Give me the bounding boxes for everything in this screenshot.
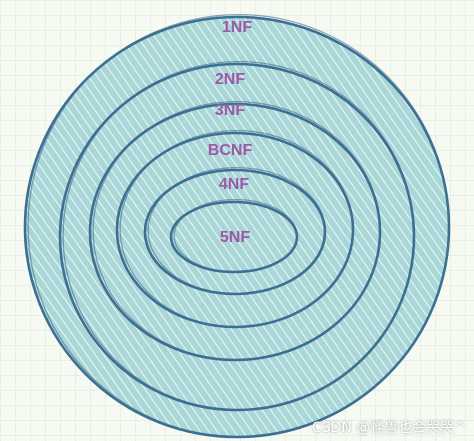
ring-outline-bcnf: [119, 129, 354, 328]
ring-label-5nf: 5NF: [220, 229, 250, 246]
ring-label-4nf: 4NF: [219, 176, 249, 193]
ring-label-2nf: 2NF: [215, 71, 245, 88]
ring-labels: 1NF 2NF 3NF BCNF 4NF 5NF: [208, 19, 253, 246]
ring-label-1nf: 1NF: [222, 19, 252, 36]
ring-label-bcnf: BCNF: [208, 142, 253, 159]
watermark: CSDN @怪兽也会哭哭^: [311, 420, 466, 436]
ring-outline-4nf: [147, 166, 326, 295]
ring-outline-5nf: [173, 198, 298, 273]
ring-label-3nf: 3NF: [215, 102, 245, 119]
ring-outline-2nf: [62, 60, 415, 411]
ring-strokes: [23, 13, 451, 439]
ring-outline-1nf: [27, 13, 450, 438]
ring-outline-3nf: [92, 100, 381, 361]
